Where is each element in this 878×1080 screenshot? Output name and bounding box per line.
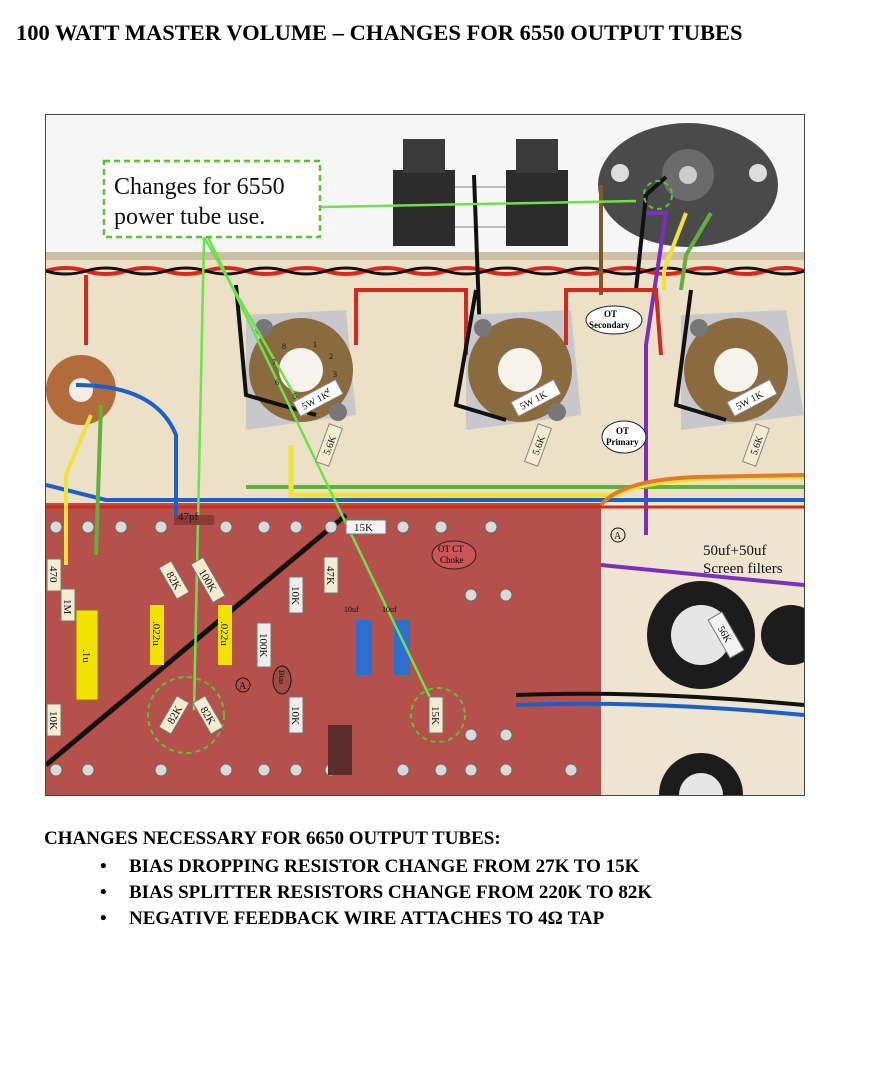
bias-transistor — [328, 725, 352, 775]
list-item: • NEGATIVE FEEDBACK WIRE ATTACHES TO 4Ω T… — [100, 906, 844, 932]
socket-pin-2: 2 — [329, 352, 333, 361]
resistor-15k-bias-label: 15K — [429, 706, 441, 725]
svg-text:Secondary: Secondary — [589, 320, 630, 330]
ot-tap-highlight — [643, 180, 673, 210]
resistor-1m-label: 1M — [61, 599, 73, 615]
power-tube-socket-3 — [681, 310, 804, 430]
socket-pin-4: 4 — [325, 386, 329, 395]
impedance-selector — [598, 123, 778, 247]
ot-ct-choke-label: OT CT Choke — [431, 540, 477, 570]
cap-1u — [75, 609, 99, 701]
socket-pin-6: 6 — [275, 378, 279, 387]
svg-text:OT: OT — [616, 426, 629, 436]
cap-1u-label: .1u — [80, 649, 92, 663]
marker-a-rail: A — [614, 531, 622, 542]
cap-47pf-label: 47pf — [178, 511, 199, 523]
socket-pin-1: 1 — [313, 340, 317, 349]
list-item: • BIAS DROPPING RESISTOR CHANGE FROM 27K … — [100, 854, 844, 880]
change-text: BIAS DROPPING RESISTOR CHANGE FROM 27K T… — [129, 856, 640, 877]
speaker-jack-2 — [506, 139, 568, 246]
wiring-diagram: Changes for 6550 power tube use. 5W 1K 5… — [45, 114, 805, 796]
callout-box: Changes for 6550 power tube use. — [102, 159, 322, 239]
bias-pot-label: Bias — [277, 670, 286, 684]
resistor-15k-top-label: 15K — [354, 522, 373, 534]
svg-text:Choke: Choke — [440, 555, 464, 565]
cap-022u-b — [218, 605, 232, 665]
bullet-icon: • — [100, 856, 107, 877]
change-text: BIAS SPLITTER RESISTORS CHANGE FROM 220K… — [129, 882, 653, 903]
changes-heading: CHANGES NECESSARY FOR 6650 OUTPUT TUBES: — [44, 828, 501, 849]
screen-filters-line1: 50uf+50uf — [703, 543, 766, 559]
ot-secondary-label: OT Secondary — [585, 305, 643, 335]
resistor-470-label: 470 — [47, 566, 59, 583]
socket-pin-7: 7 — [272, 358, 276, 367]
cap-10uf-a — [356, 620, 372, 675]
list-item: • BIAS SPLITTER RESISTORS CHANGE FROM 220… — [100, 880, 844, 906]
resistor-10k-left-label: 10K — [47, 711, 59, 730]
cap-022u-b-label: .022u — [218, 621, 230, 646]
marker-a-board: A — [239, 681, 247, 692]
phase-inverter-socket — [46, 355, 116, 425]
bias-splitter-highlight — [147, 676, 225, 754]
cap-022u-a-label: .022u — [150, 621, 162, 646]
svg-text:Primary: Primary — [606, 437, 639, 447]
screen-filter-cap-1 — [647, 581, 755, 689]
page-title: 100 WATT MASTER VOLUME – CHANGES FOR 655… — [16, 20, 743, 45]
callout-pointer-lines — [192, 199, 637, 711]
bullet-icon: • — [100, 908, 107, 929]
resistor-10k-mid-label: 10K — [289, 586, 301, 605]
turret-board — [46, 503, 601, 795]
change-text: NEGATIVE FEEDBACK WIRE ATTACHES TO 4Ω TA… — [129, 908, 605, 929]
resistor-47k-label: 47K — [324, 566, 336, 585]
cap-022u-a — [150, 605, 164, 665]
changes-list: • BIAS DROPPING RESISTOR CHANGE FROM 27K … — [44, 854, 844, 932]
svg-text:OT CT: OT CT — [438, 544, 464, 554]
bullet-icon: • — [100, 882, 107, 903]
callout-line1: Changes for 6550 — [114, 174, 285, 200]
cap-10uf-a-label: 10uf — [344, 605, 359, 614]
svg-text:OT: OT — [604, 309, 617, 319]
socket-pin-3: 3 — [333, 370, 337, 379]
callout-line2: power tube use. — [114, 204, 265, 230]
speaker-jack-1 — [393, 139, 455, 246]
resistor-100k-mid-label: 100K — [257, 633, 269, 658]
screen-filters-line2: Screen filters — [703, 561, 783, 577]
bias-dropping-highlight — [410, 687, 466, 743]
cap-10uf-b-label: 10uf — [382, 605, 397, 614]
changes-section: CHANGES NECESSARY FOR 6650 OUTPUT TUBES:… — [44, 828, 844, 932]
ot-primary-label: OT Primary — [601, 420, 647, 454]
socket-pin-8: 8 — [282, 342, 286, 351]
socket-pin-5: 5 — [293, 392, 297, 401]
resistor-10k-low-label: 10K — [289, 706, 301, 725]
screen-filter-cap-2 — [659, 753, 743, 795]
